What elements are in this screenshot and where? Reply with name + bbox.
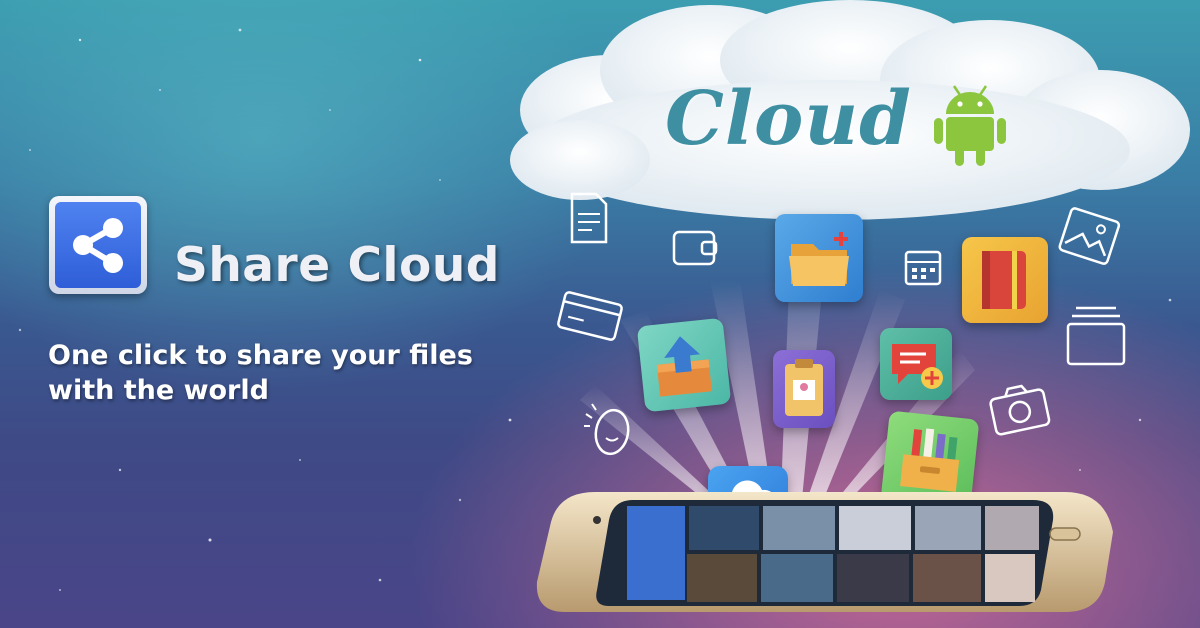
android-icon [934,85,1006,166]
app-title: Share Cloud [174,238,500,293]
tagline-line-2: with the world [48,375,269,406]
clipboard-icon [773,350,835,428]
message-add-icon [880,328,952,400]
notebook-icon [962,237,1048,323]
share-icon [73,218,123,273]
tagline: One click to share your files with the w… [48,338,528,408]
folder-outline-icon [1066,306,1126,366]
folder-icon [775,214,863,302]
tagline-line-1: One click to share your files [48,340,473,371]
camera-outline-icon [989,384,1051,436]
cloud-wordmark: Cloud [665,76,912,162]
upload-box-icon [636,317,732,413]
cloud-illustration [510,0,1190,220]
egg-outline-icon [584,403,630,456]
card-outline-icon [557,291,623,341]
document-outline-icon [570,192,608,244]
file-drawer-icon [880,410,980,510]
calendar-outline-icon [904,250,942,286]
smartphone [536,492,1113,612]
wallet-outline-icon [672,230,718,266]
app-logo[interactable] [49,196,147,294]
image-outline-icon [1058,207,1121,265]
